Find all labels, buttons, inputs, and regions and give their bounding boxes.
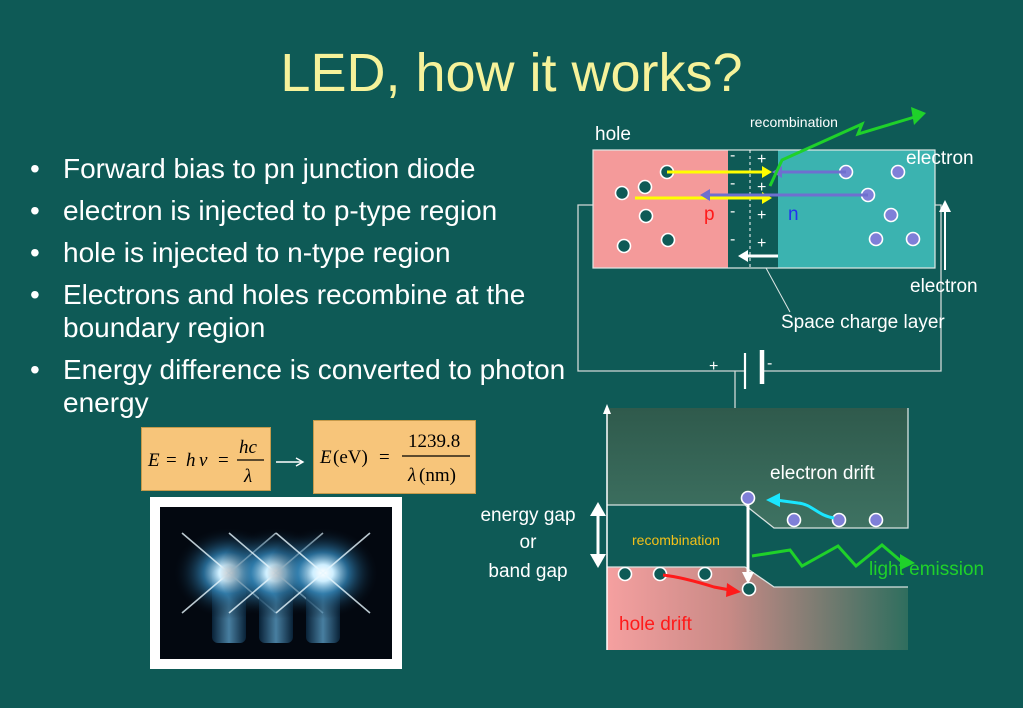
energy-wavelength-formula: E (eV) = 1239.8 λ (nm) bbox=[313, 420, 476, 494]
label-hole: hole bbox=[595, 124, 631, 145]
label-electron-top: electron bbox=[906, 148, 974, 169]
led-photo-frame bbox=[150, 497, 402, 669]
label-p: p bbox=[704, 204, 715, 225]
energy-gap-arrow bbox=[590, 502, 606, 568]
charge-minus: - bbox=[730, 175, 735, 192]
formula2-lambda: λ bbox=[407, 465, 416, 486]
formula2-lhs: E bbox=[319, 447, 332, 468]
battery-minus-sign: - bbox=[767, 355, 772, 372]
light-emission-arrow bbox=[751, 543, 915, 570]
formula-planck: h bbox=[186, 450, 196, 471]
slide-title: LED, how it works? bbox=[280, 43, 743, 103]
led-photo bbox=[160, 507, 392, 659]
pn-junction: - - - - + + + + bbox=[577, 107, 978, 408]
formula-arrow-icon bbox=[276, 457, 305, 467]
label-electron-drift: electron drift bbox=[770, 463, 875, 484]
label-light-emission: light emission bbox=[869, 559, 984, 580]
bullet-item: Energy difference is converted to photon… bbox=[30, 353, 570, 419]
charge-plus: + bbox=[757, 235, 766, 252]
charge-minus: - bbox=[730, 203, 735, 220]
formula-lhs: E bbox=[147, 450, 160, 471]
photon-energy-formula: E = h ν = hc λ bbox=[141, 427, 271, 491]
formula-denominator: λ bbox=[243, 466, 252, 487]
bullet-list: Forward bias to pn junction diode electr… bbox=[30, 152, 570, 428]
vb-holes bbox=[617, 566, 757, 597]
formula-equals: = bbox=[166, 450, 177, 471]
led-bulb bbox=[267, 527, 379, 643]
formula-frequency: ν bbox=[199, 450, 208, 471]
band-diagram: electron drift energy gap or band gap re… bbox=[480, 404, 984, 650]
valence-band bbox=[607, 567, 908, 650]
bullet-item: hole is injected to n-type region bbox=[30, 236, 570, 269]
conduction-band bbox=[607, 408, 908, 528]
hole-injection-arrows bbox=[635, 166, 772, 204]
electron-drift-arrow bbox=[766, 493, 835, 520]
label-hole-drift: hole drift bbox=[619, 614, 693, 635]
recombination-photon-arrow bbox=[768, 107, 926, 187]
bullet-item: electron is injected to p-type region bbox=[30, 194, 570, 227]
charge-plus: + bbox=[757, 207, 766, 224]
electron-dots bbox=[838, 164, 921, 247]
depletion-region bbox=[728, 150, 778, 268]
formula2-den-unit: (nm) bbox=[419, 465, 456, 486]
label-n: n bbox=[788, 204, 799, 225]
recombination-arrow bbox=[742, 505, 754, 584]
circuit-wire bbox=[577, 204, 745, 372]
battery-plus-sign: + bbox=[709, 358, 718, 375]
cb-electrons bbox=[740, 490, 884, 528]
formula-numerator: hc bbox=[239, 437, 258, 458]
label-recombination-band: recombination bbox=[632, 532, 720, 548]
electron-flow-arrow bbox=[939, 200, 951, 270]
formula2-equals: = bbox=[379, 447, 390, 468]
charge-plus: + bbox=[757, 151, 766, 168]
label-energy-gap: energy gap bbox=[480, 505, 575, 526]
formula-equals: = bbox=[218, 450, 229, 471]
charge-minus: - bbox=[730, 147, 735, 164]
label-space-charge-layer: Space charge layer bbox=[781, 312, 945, 333]
hole-drift-arrow bbox=[662, 573, 741, 597]
formula2-numerator: 1239.8 bbox=[408, 431, 460, 452]
circuit-wire bbox=[762, 204, 942, 372]
bullet-item: Forward bias to pn junction diode bbox=[30, 152, 570, 185]
current-arrow-white bbox=[738, 250, 778, 262]
space-charge-pointer bbox=[765, 267, 791, 313]
n-region bbox=[778, 150, 935, 268]
charge-plus: + bbox=[757, 179, 766, 196]
hole-dots bbox=[614, 164, 676, 254]
charge-minus: - bbox=[730, 231, 735, 248]
label-band-gap: band gap bbox=[488, 561, 567, 582]
label-recombination-top: recombination bbox=[750, 114, 838, 130]
bullet-item: Electrons and holes recombine at the bou… bbox=[30, 278, 570, 344]
label-electron-right: electron bbox=[910, 276, 978, 297]
formula2-unit: (eV) bbox=[333, 447, 368, 468]
label-energy-gap-or: or bbox=[520, 532, 538, 553]
